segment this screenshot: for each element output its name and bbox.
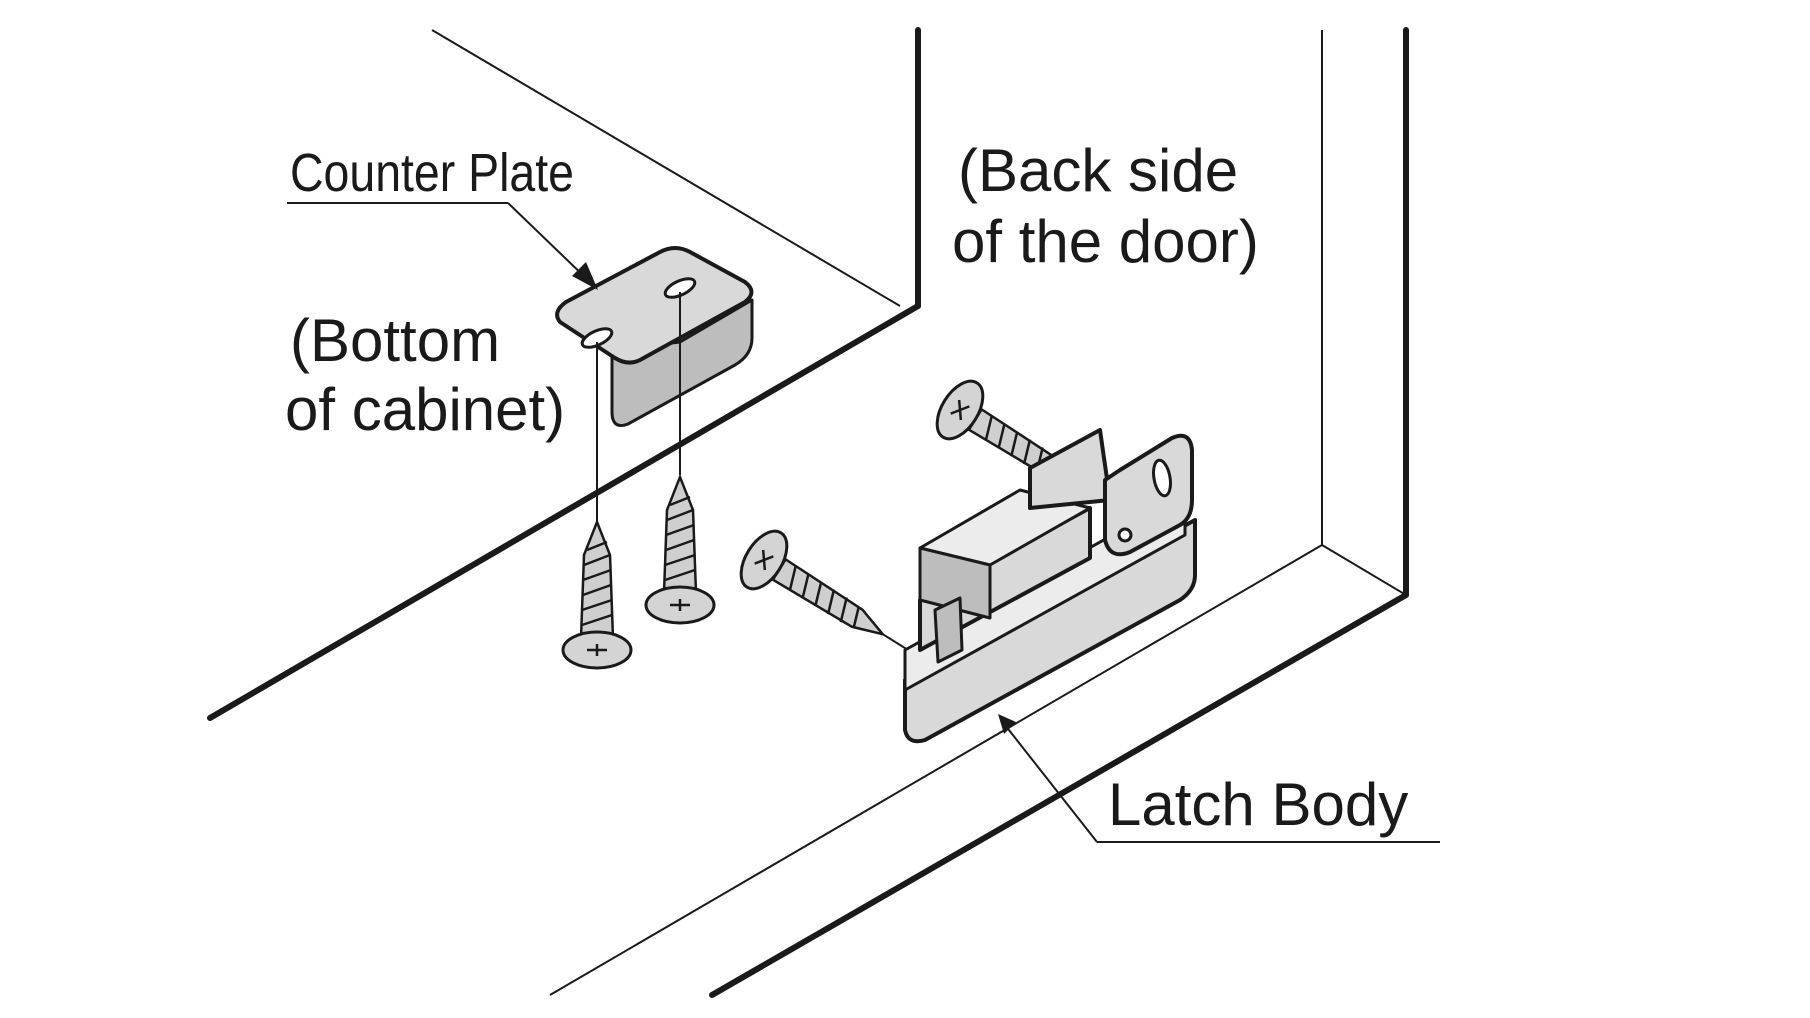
screw-counter-left-threads bbox=[581, 540, 613, 627]
counter-plate-slot-left bbox=[580, 327, 614, 349]
latch-rear-block bbox=[1028, 428, 1112, 510]
bottom-of-cabinet-label-line2: of cabinet) bbox=[285, 376, 566, 443]
screw-counter-left bbox=[561, 518, 633, 670]
screw-latch-upper-cross bbox=[950, 399, 970, 421]
latch-mounting-tab bbox=[1103, 433, 1194, 557]
screw-counter-right-threads bbox=[664, 495, 696, 582]
counter-plate-label: Counter Plate bbox=[290, 143, 574, 203]
back-side-label-line2: of the door) bbox=[952, 208, 1259, 275]
latch-tab-slot bbox=[1152, 458, 1172, 498]
screw-counter-right bbox=[644, 473, 716, 625]
screw-latch-lower-cross bbox=[754, 549, 774, 571]
bottom-of-cabinet-label-line1: (Bottom bbox=[290, 307, 501, 374]
screw-latch-lower-threads bbox=[788, 565, 861, 629]
counter-plate-leader bbox=[507, 202, 591, 283]
cabinet-bottom-front-edge bbox=[207, 303, 921, 721]
door-corner-edge bbox=[1321, 544, 1407, 596]
screw-counter-left-cross bbox=[587, 644, 607, 656]
latch-body-arrow bbox=[998, 714, 1016, 734]
latch-tab-hole bbox=[1117, 527, 1133, 543]
counter-plate-flange bbox=[610, 298, 754, 427]
leader-lines bbox=[287, 202, 1440, 843]
latch-main-side bbox=[918, 546, 992, 620]
latch-roller bbox=[933, 596, 964, 664]
cabinet-structure bbox=[207, 27, 921, 721]
door-inner-bottom-edge bbox=[549, 544, 1323, 996]
cabinet-corner-edge bbox=[431, 29, 901, 307]
latch-base-plate bbox=[903, 518, 1197, 744]
counter-plate-arrow bbox=[572, 262, 598, 290]
screw-latch-upper-threads bbox=[984, 415, 1057, 479]
screw-counter-right-cross bbox=[670, 599, 690, 611]
latch-body-leader bbox=[1004, 724, 1098, 843]
screw-latch-lower bbox=[739, 529, 922, 659]
back-side-label-line1: (Back side bbox=[958, 137, 1239, 204]
counter-plate bbox=[555, 246, 754, 530]
counter-plate-slot-right bbox=[663, 277, 697, 299]
latch-body bbox=[903, 428, 1197, 744]
latch-body-label: Latch Body bbox=[1108, 771, 1409, 838]
